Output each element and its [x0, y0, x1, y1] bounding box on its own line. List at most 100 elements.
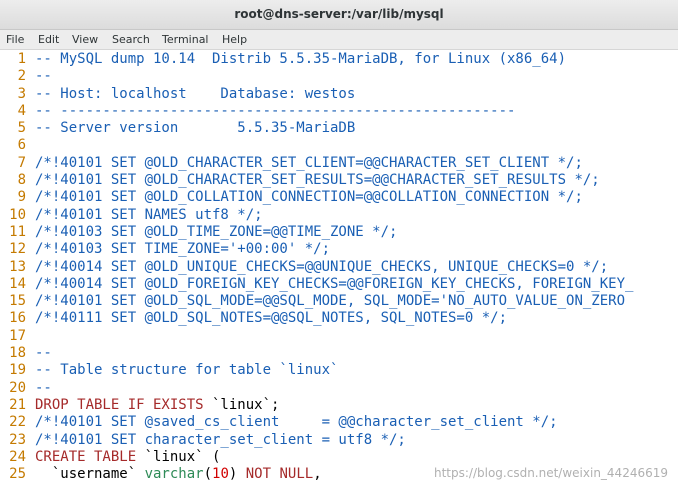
line-number: 22 — [9, 414, 26, 431]
code-line: 12 /*!40103 SET TIME_ZONE='+00:00' */; — [0, 241, 678, 258]
line-number: 16 — [9, 310, 26, 327]
code-line: 7/*!40101 SET @OLD_CHARACTER_SET_CLIENT=… — [0, 155, 678, 172]
line-code: /*!40101 SET NAMES utf8 */; — [26, 207, 263, 223]
code-token: , — [313, 466, 322, 483]
code-token: /*!40103 SET TIME_ZONE='+00:00' */; — [35, 241, 331, 258]
line-number: 21 — [9, 396, 26, 413]
line-code: /*!40014 SET @OLD_FOREIGN_KEY_CHECKS=@@F… — [26, 276, 633, 292]
code-token: `linux`; — [203, 396, 280, 413]
code-token: 10 — [212, 466, 229, 483]
code-line: 5 -- Server version 5.5.35-MariaDB — [0, 120, 678, 137]
code-token: -- Server version 5.5.35-MariaDB — [35, 120, 356, 137]
line-code: -- Host: localhost Database: westos — [26, 86, 355, 102]
code-line: 23/*!40101 SET character_set_client = ut… — [0, 432, 678, 449]
line-code: -- — [26, 345, 52, 361]
line-number: 6 — [17, 137, 26, 154]
menu-file[interactable]: File — [6, 33, 25, 46]
line-code: /*!40101 SET @OLD_COLLATION_CONNECTION=@… — [26, 189, 583, 205]
line-code: -- — [26, 68, 52, 84]
menu-search[interactable]: Search — [112, 33, 150, 46]
code-token: ) — [228, 466, 246, 483]
line-number: 7 — [17, 154, 26, 171]
line-code: /*!40103 SET TIME_ZONE='+00:00' */; — [26, 241, 330, 257]
code-line: 14/*!40014 SET @OLD_FOREIGN_KEY_CHECKS=@… — [0, 276, 678, 293]
line-number: 20 — [9, 379, 26, 396]
code-token: DROP TABLE IF EXISTS — [35, 396, 204, 413]
window-title: root@dns-server:/var/lib/mysql — [234, 7, 444, 21]
code-line: 25 `username` varchar(10) NOT NULL, — [0, 466, 678, 483]
code-token: -- -------------------------------------… — [35, 102, 516, 119]
line-code: /*!40101 SET @OLD_CHARACTER_SET_CLIENT=@… — [26, 155, 583, 171]
code-line: 18-- — [0, 345, 678, 362]
line-code: -- Table structure for table `linux` — [26, 362, 338, 378]
code-token: /*!40101 SET @OLD_CHARACTER_SET_RESULTS=… — [35, 172, 600, 189]
code-token: /*!40101 SET NAMES utf8 */; — [35, 206, 263, 223]
code-token: ( — [203, 466, 213, 483]
code-line: 15/*!40101 SET @OLD_SQL_MODE=@@SQL_MODE,… — [0, 293, 678, 310]
line-number: 8 — [17, 172, 26, 189]
line-number: 24 — [9, 448, 26, 465]
line-number: 10 — [9, 206, 26, 223]
line-number: 25 — [9, 466, 26, 483]
menu-help[interactable]: Help — [222, 33, 248, 46]
code-line: 20 -- — [0, 380, 678, 397]
line-number: 2 — [17, 68, 26, 85]
line-code: -- MySQL dump 10.14 Distrib 5.5.35-Maria… — [26, 51, 566, 67]
menu-bar: File Edit View Search Terminal Help — [0, 30, 678, 50]
line-code: -- — [26, 380, 52, 396]
code-token: -- — [35, 379, 52, 396]
code-line: 3 -- Host: localhost Database: westos — [0, 86, 678, 103]
line-number: 19 — [9, 362, 26, 379]
line-code: /*!40101 SET @saved_cs_client = @@charac… — [26, 414, 558, 430]
line-code: `username` varchar(10) NOT NULL, — [26, 466, 322, 482]
code-line: 6 — [0, 137, 678, 154]
line-code: /*!40101 SET @OLD_CHARACTER_SET_RESULTS=… — [26, 172, 600, 188]
menu-edit[interactable]: Edit — [38, 33, 60, 46]
line-code: -- -------------------------------------… — [26, 103, 515, 119]
code-line: 16/*!40111 SET @OLD_SQL_NOTES=@@SQL_NOTE… — [0, 310, 678, 327]
code-line: 4-- ------------------------------------… — [0, 103, 678, 120]
code-token: `username` — [35, 466, 145, 483]
code-token: /*!40101 SET @OLD_COLLATION_CONNECTION=@… — [35, 189, 583, 206]
code-line: 9 /*!40101 SET @OLD_COLLATION_CONNECTION=… — [0, 189, 678, 206]
line-code: /*!40103 SET @OLD_TIME_ZONE=@@TIME_ZONE … — [26, 224, 397, 240]
code-line: 22 /*!40101 SET @saved_cs_client = @@char… — [0, 414, 678, 431]
line-number: 5 — [17, 120, 26, 137]
code-token: varchar — [144, 466, 204, 483]
line-code: CREATE TABLE `linux` ( — [26, 449, 220, 465]
code-token: /*!40101 SET character_set_client = utf8… — [35, 431, 406, 448]
code-token: /*!40101 SET @saved_cs_client = @@charac… — [35, 414, 558, 431]
line-number: 9 — [17, 189, 26, 206]
line-code — [26, 137, 35, 153]
code-token: -- Host: localhost Database: westos — [35, 85, 356, 102]
line-number: 13 — [9, 258, 26, 275]
line-code: /*!40014 SET @OLD_UNIQUE_CHECKS=@@UNIQUE… — [26, 259, 608, 275]
code-token: -- Table structure for table `linux` — [35, 362, 339, 379]
terminal-text-area[interactable]: 1-- MySQL dump 10.14 Distrib 5.5.35-Mari… — [0, 51, 678, 490]
code-token: /*!40014 SET @OLD_UNIQUE_CHECKS=@@UNIQUE… — [35, 258, 609, 275]
code-token: /*!40103 SET @OLD_TIME_ZONE=@@TIME_ZONE … — [35, 223, 398, 240]
code-token: -- — [35, 345, 52, 362]
line-code: /*!40111 SET @OLD_SQL_NOTES=@@SQL_NOTES,… — [26, 310, 507, 326]
menu-view[interactable]: View — [72, 33, 99, 46]
line-number: 3 — [17, 85, 26, 102]
code-line: 11/*!40103 SET @OLD_TIME_ZONE=@@TIME_ZON… — [0, 224, 678, 241]
code-line: 13 /*!40014 SET @OLD_UNIQUE_CHECKS=@@UNIQ… — [0, 259, 678, 276]
code-token: CREATE TABLE — [35, 448, 137, 465]
code-token: /*!40014 SET @OLD_FOREIGN_KEY_CHECKS=@@F… — [35, 275, 634, 292]
code-line: 17 — [0, 328, 678, 345]
menu-terminal[interactable]: Terminal — [162, 33, 209, 46]
line-number: 12 — [9, 241, 26, 258]
line-code: -- Server version 5.5.35-MariaDB — [26, 120, 355, 136]
code-token: NOT NULL — [245, 466, 314, 483]
line-code: /*!40101 SET @OLD_SQL_MODE=@@SQL_MODE, S… — [26, 293, 625, 309]
line-number: 17 — [9, 327, 26, 344]
code-line: 19 -- Table structure for table `linux` — [0, 362, 678, 379]
line-code: DROP TABLE IF EXISTS `linux`; — [26, 397, 279, 413]
title-bar[interactable]: root@dns-server:/var/lib/mysql — [0, 0, 678, 30]
watermark: https://blog.csdn.net/weixin_44246619 — [433, 466, 668, 480]
code-line: 10 /*!40101 SET NAMES utf8 */; — [0, 207, 678, 224]
